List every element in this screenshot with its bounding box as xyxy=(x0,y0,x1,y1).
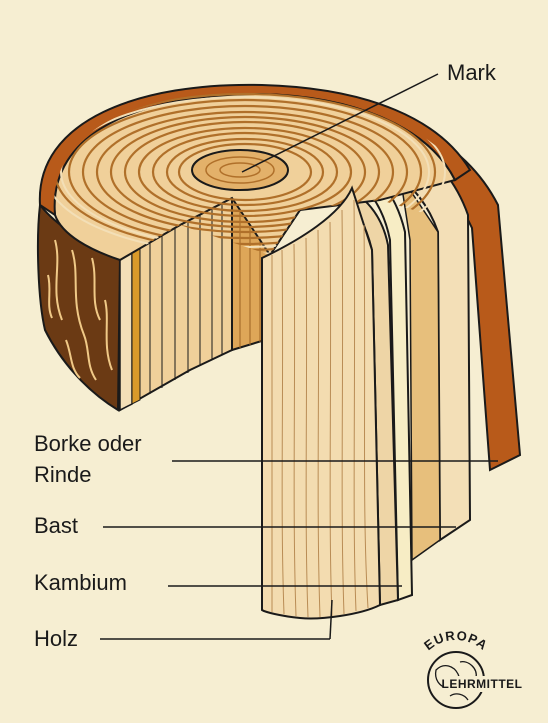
label-borke-line1: Borke oder xyxy=(34,431,142,456)
growth-rings xyxy=(54,92,437,252)
europa-lehrmittel-logo: EUROPA LEHRMITTEL xyxy=(402,618,522,713)
label-holz: Holz xyxy=(34,626,79,651)
bast-inner-strip xyxy=(399,174,441,562)
radial-cut-kambium xyxy=(131,245,141,405)
leader-holz-up xyxy=(329,599,333,640)
svg-text:EUROPA: EUROPA xyxy=(421,628,491,653)
logo-text-top: EUROPA xyxy=(421,628,490,653)
holz-grain xyxy=(271,199,369,618)
leader-lines xyxy=(100,73,498,640)
radial-cut-bast xyxy=(119,248,133,412)
label-bast: Bast xyxy=(34,513,79,538)
bark-cracks xyxy=(47,239,113,381)
holz-plank xyxy=(261,185,382,620)
label-kambium: Kambium xyxy=(34,570,127,595)
logo-text-bottom: LEHRMITTEL xyxy=(442,677,523,691)
leader-mark xyxy=(241,73,439,173)
label-mark: Mark xyxy=(447,60,496,85)
label-borke-line2: Rinde xyxy=(34,462,92,487)
